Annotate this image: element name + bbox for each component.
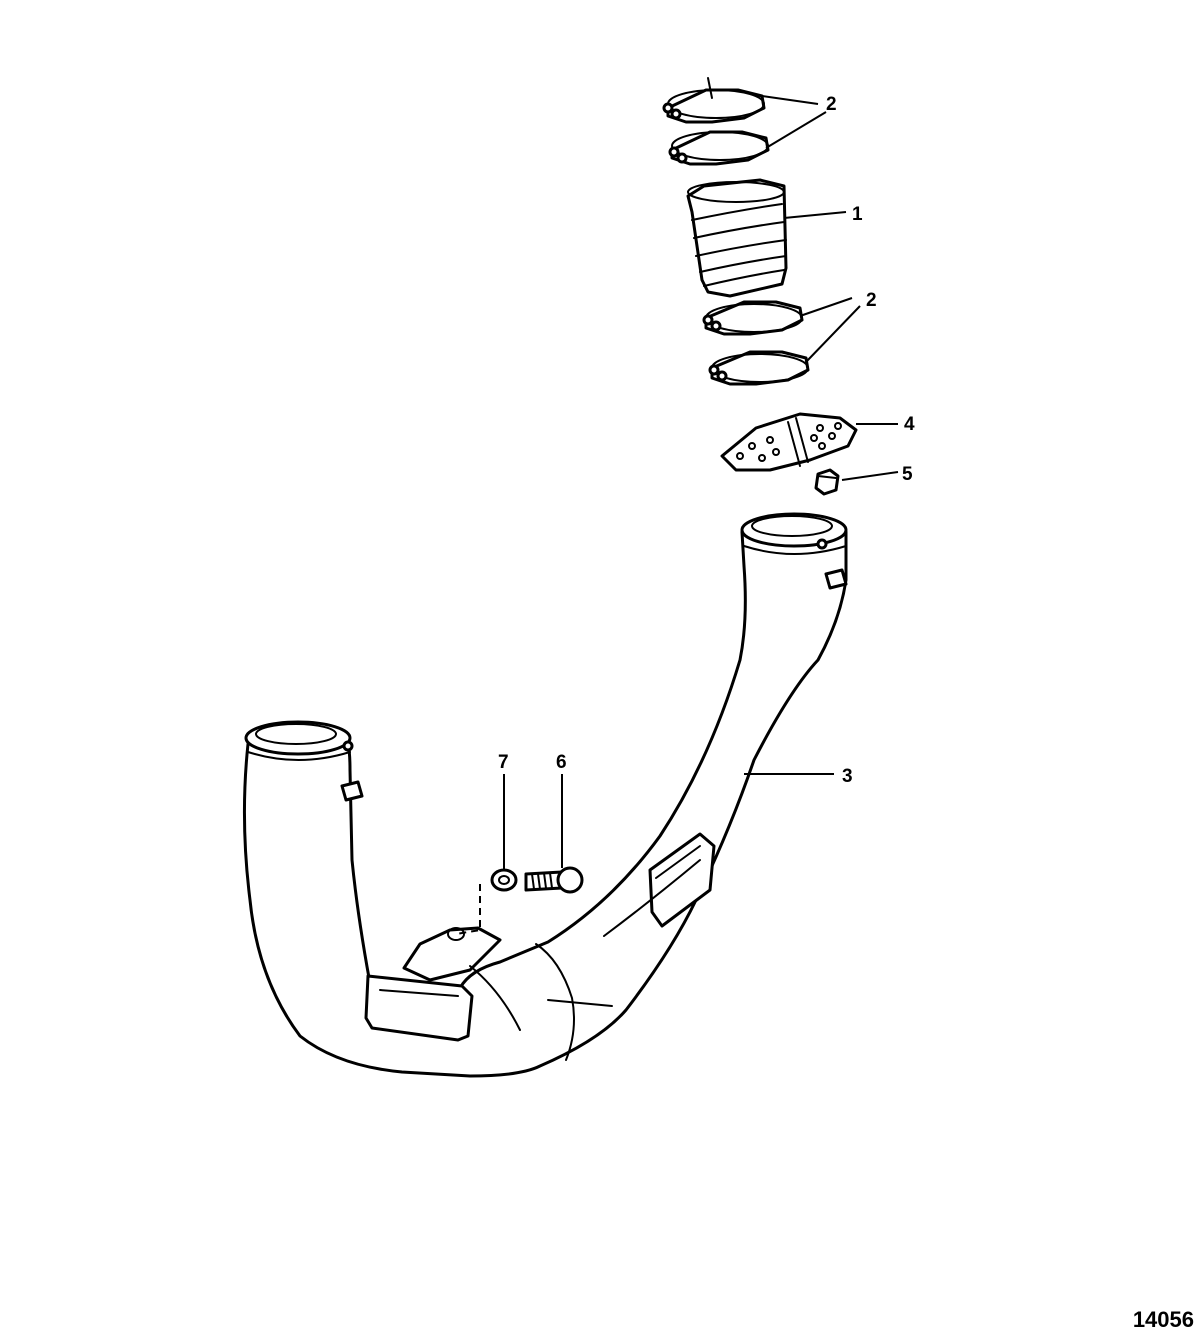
hose-clamp-lower-1: [702, 300, 804, 336]
install-path-line: [455, 884, 481, 935]
callout-label-4: 4: [904, 414, 915, 435]
callout-label-5: 5: [902, 464, 913, 485]
callout-label-2-upper: 2: [826, 94, 837, 115]
exhaust-shutter-plate: [720, 412, 858, 472]
drawing-number: 14056: [1132, 1307, 1194, 1332]
callout-label-1: 1: [852, 204, 863, 225]
washer: [490, 868, 518, 892]
rubber-bumper-block: [814, 468, 840, 496]
leader-lines: [503, 95, 899, 870]
hose-clamp-upper-2: [668, 130, 770, 166]
callout-label-3: 3: [842, 766, 853, 787]
exhaust-bellows: [686, 178, 788, 298]
exhaust-y-pipe: [242, 512, 848, 1078]
hose-clamp-upper-1: [662, 77, 766, 124]
callout-label-6: 6: [556, 752, 567, 773]
bolt: [524, 866, 584, 894]
callout-label-2-lower: 2: [866, 290, 877, 311]
hose-clamp-lower-2: [708, 350, 810, 386]
callout-label-7: 7: [498, 752, 509, 773]
